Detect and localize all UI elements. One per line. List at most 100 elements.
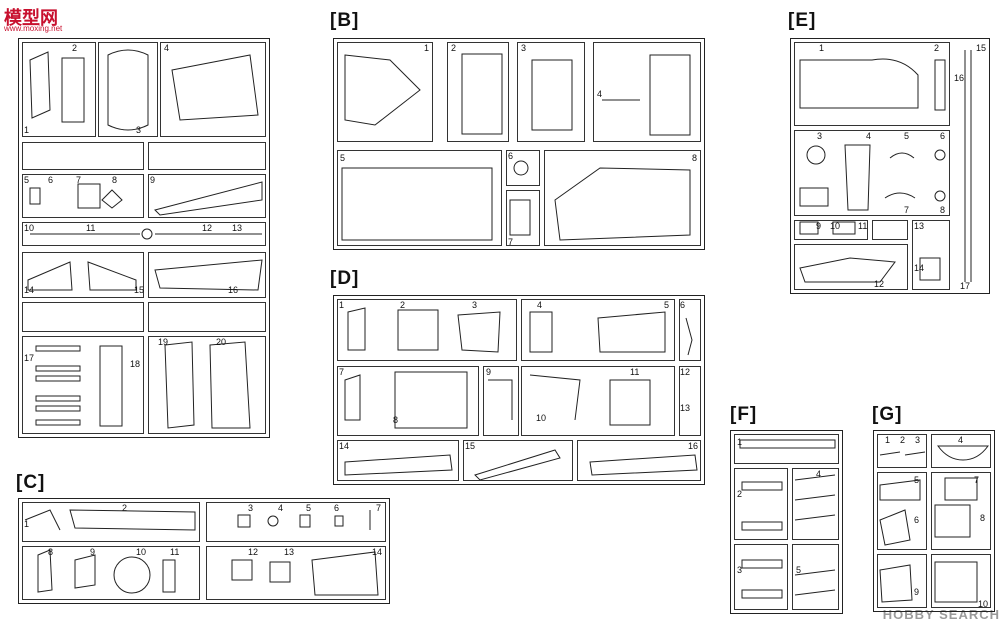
sprue-a-frame [18, 38, 270, 438]
part-number: 7 [376, 503, 382, 513]
sprue-a-cell [148, 302, 266, 332]
part-number: 13 [284, 547, 295, 557]
part-number: 12 [248, 547, 259, 557]
part-number: 4 [164, 43, 170, 53]
part-number: 17 [960, 281, 971, 291]
sprue-label-f: [F] [730, 404, 758, 425]
sprue-d-cell [521, 299, 675, 361]
sprue-a-cell [22, 336, 144, 434]
part-number: 2 [122, 503, 128, 513]
sprue-label-c: [C] [16, 472, 46, 493]
sprue-c-cell [22, 502, 200, 542]
sprue-g-cell [877, 554, 927, 608]
part-number: 13 [232, 223, 243, 233]
part-number: 1 [885, 435, 891, 445]
sprue-a-cell [22, 302, 144, 332]
part-number: 19 [158, 337, 169, 347]
sprue-b-cell [337, 42, 433, 142]
sprue-d-cell [679, 299, 701, 361]
sprue-e-cell [794, 244, 908, 290]
sprue-d-cell [337, 299, 517, 361]
part-number: 2 [737, 489, 743, 499]
part-number: 4 [278, 503, 284, 513]
part-number: 8 [112, 175, 118, 185]
sprue-b-cell [447, 42, 509, 142]
sprue-f-frame [730, 430, 843, 614]
sprue-a-cell [22, 42, 96, 137]
part-number: 6 [48, 175, 54, 185]
part-number: 1 [24, 125, 30, 135]
sprue-e-cell [794, 42, 950, 126]
part-number: 14 [372, 547, 383, 557]
sprue-e-frame [790, 38, 990, 294]
part-number: 14 [24, 285, 35, 295]
part-number: 8 [48, 547, 54, 557]
sprue-g-frame [873, 430, 995, 612]
part-number: 17 [24, 353, 35, 363]
part-number: 5 [306, 503, 312, 513]
part-number: 5 [914, 475, 920, 485]
site-url: www.moxing.net [4, 24, 63, 33]
sprue-d-cell [337, 366, 479, 436]
sprue-a-cell [22, 174, 144, 218]
sprue-f-cell [734, 468, 788, 540]
sprue-g-cell [931, 554, 991, 608]
sprue-f-cell [734, 434, 839, 464]
sprue-b-cell [593, 42, 701, 142]
part-number: 5 [24, 175, 30, 185]
part-number: 2 [900, 435, 906, 445]
sprue-b-cell [517, 42, 585, 142]
sprue-a-cell [160, 42, 266, 137]
part-number: 3 [521, 43, 527, 53]
part-number: 15 [976, 43, 987, 53]
sprue-a-cell [148, 252, 266, 298]
part-number: 1 [737, 437, 743, 447]
sprue-b-cell [506, 150, 540, 186]
sprue-label-e: [E] [788, 10, 817, 31]
part-number: 11 [630, 367, 640, 377]
part-number: 3 [472, 300, 478, 310]
part-number: 20 [216, 337, 227, 347]
sprue-b-cell [506, 190, 540, 246]
sprue-d-cell [483, 366, 519, 436]
part-number: 2 [72, 43, 78, 53]
part-number: 1 [24, 519, 30, 529]
sprue-g-cell [877, 434, 927, 468]
part-number: 1 [819, 43, 825, 53]
sprue-d-cell [521, 366, 675, 436]
part-number: 7 [508, 237, 514, 247]
part-number: 2 [451, 43, 457, 53]
sprue-d-cell [463, 440, 573, 481]
part-number: 4 [597, 89, 603, 99]
part-number: 2 [934, 43, 940, 53]
part-number: 6 [508, 151, 514, 161]
sprue-e-cell [794, 220, 868, 240]
part-number: 6 [940, 131, 946, 141]
sprue-g-cell [877, 472, 927, 550]
part-number: 2 [400, 300, 406, 310]
sprue-a-cell [22, 252, 144, 298]
part-number: 11 [86, 223, 96, 233]
part-number: 3 [136, 125, 142, 135]
part-number: 11 [170, 547, 180, 557]
part-number: 4 [866, 131, 872, 141]
part-number: 4 [537, 300, 543, 310]
sprue-label-d: [D] [330, 268, 360, 289]
part-number: 13 [914, 221, 925, 231]
sprue-a-cell [148, 336, 266, 434]
part-number: 9 [914, 587, 920, 597]
part-number: 8 [692, 153, 698, 163]
part-number: 16 [228, 285, 239, 295]
part-number: 8 [940, 205, 946, 215]
sprue-f-cell [792, 468, 839, 540]
part-number: 7 [76, 175, 82, 185]
part-number: 7 [974, 475, 980, 485]
sprue-e-cell [794, 130, 950, 216]
sprue-c-frame [18, 498, 390, 604]
part-number: 18 [130, 359, 141, 369]
part-number: 6 [914, 515, 920, 525]
part-number: 4 [816, 469, 822, 479]
sprue-label-b: [B] [330, 10, 360, 31]
part-number: 9 [816, 221, 822, 231]
